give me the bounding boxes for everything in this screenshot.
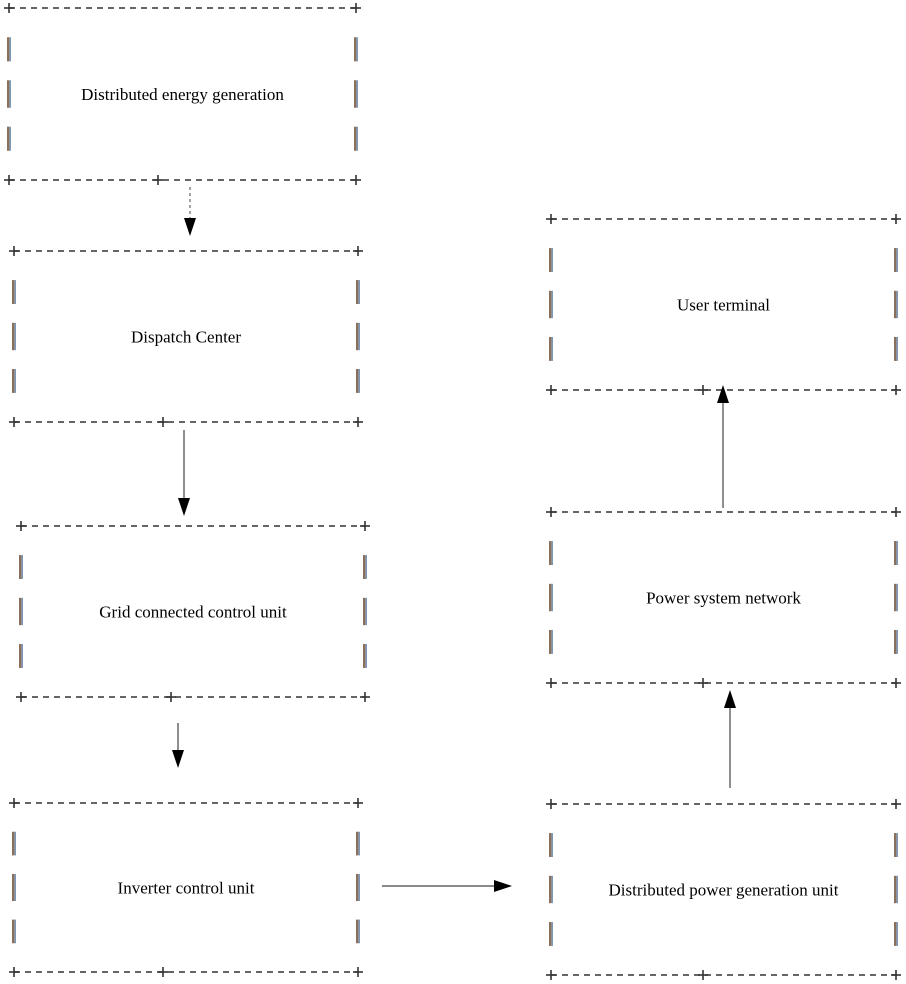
arrow-grid-connected-control-unit-to-inverter-control-unit: [172, 723, 184, 768]
arrow-power-system-network-to-user-terminal: [717, 385, 729, 508]
box-label: Inverter control unit: [118, 879, 255, 898]
box-user-terminal: User terminal: [546, 214, 901, 395]
box-label: Distributed power generation unit: [609, 881, 839, 900]
box-label: Grid connected control unit: [99, 603, 287, 622]
arrow-head: [172, 750, 184, 768]
box-label: Dispatch Center: [131, 328, 241, 347]
box-grid-connected-control-unit: Grid connected control unit: [16, 521, 370, 702]
box-inverter-control-unit: Inverter control unit: [9, 798, 363, 977]
box-distributed-power-generation-unit: Distributed power generation unit: [546, 799, 901, 980]
box-label: Distributed energy generation: [81, 85, 284, 104]
arrow-distributed-power-generation-unit-to-power-system-network: [724, 690, 736, 788]
box-label: Power system network: [646, 589, 801, 608]
arrow-head: [724, 690, 736, 708]
arrow-head: [184, 218, 196, 236]
arrow-dispatch-center-to-grid-connected-control-unit: [178, 430, 190, 516]
arrow-head: [494, 880, 512, 892]
box-dispatch-center: Dispatch Center: [9, 246, 363, 427]
box-distributed-energy-generation: Distributed energy generation: [4, 3, 361, 185]
arrow-distributed-energy-generation-to-dispatch-center: [184, 187, 196, 236]
box-power-system-network: Power system network: [546, 507, 901, 688]
arrow-head: [717, 385, 729, 403]
box-label: User terminal: [677, 296, 770, 315]
arrow-head: [178, 498, 190, 516]
arrow-inverter-control-unit-to-distributed-power-generation-unit: [382, 880, 512, 892]
